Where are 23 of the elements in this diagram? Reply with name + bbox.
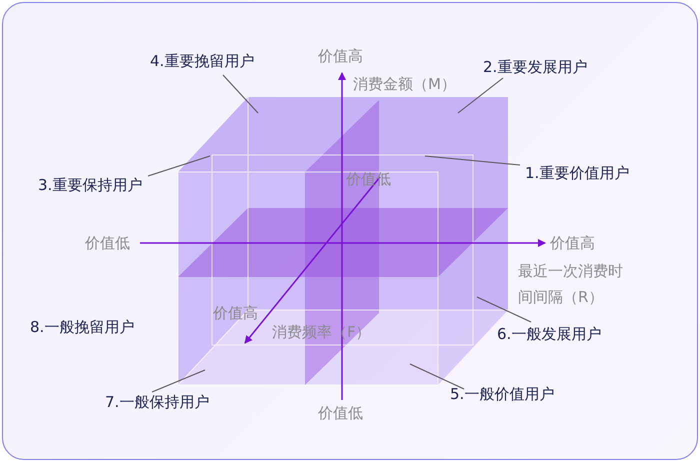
axis-label: 价值低 [318, 404, 363, 423]
leader-line [222, 74, 258, 114]
axis-label: 消费金额（M） [353, 75, 456, 94]
axis-label: 价值高 [550, 234, 595, 253]
axis-label: 价值低 [85, 234, 130, 253]
segment-label: 7.一般保持用户 [105, 393, 210, 412]
segment-label: 2.重要发展用户 [483, 58, 588, 77]
segment-label: 6.一般发展用户 [497, 325, 602, 344]
axis-label: 价值高 [318, 47, 363, 66]
axis-label: 最近一次消费时间间隔（R） [518, 261, 624, 308]
leader-line [424, 156, 520, 166]
segment-label: 3.重要保持用户 [38, 176, 142, 195]
segment-label: 4.重要挽留用户 [150, 52, 254, 71]
leader-line [152, 370, 206, 392]
segment-label: 8.一般挽留用户 [30, 318, 134, 337]
leader-line [148, 156, 210, 176]
axis-label: 价值低 [346, 170, 391, 189]
segment-label: 5.一般价值用户 [450, 385, 554, 404]
leader-line [476, 296, 532, 322]
axis-label: 价值高 [213, 304, 258, 323]
leader-line [410, 364, 464, 390]
leader-line [458, 78, 504, 114]
segment-label: 1.重要价值用户 [525, 164, 630, 183]
